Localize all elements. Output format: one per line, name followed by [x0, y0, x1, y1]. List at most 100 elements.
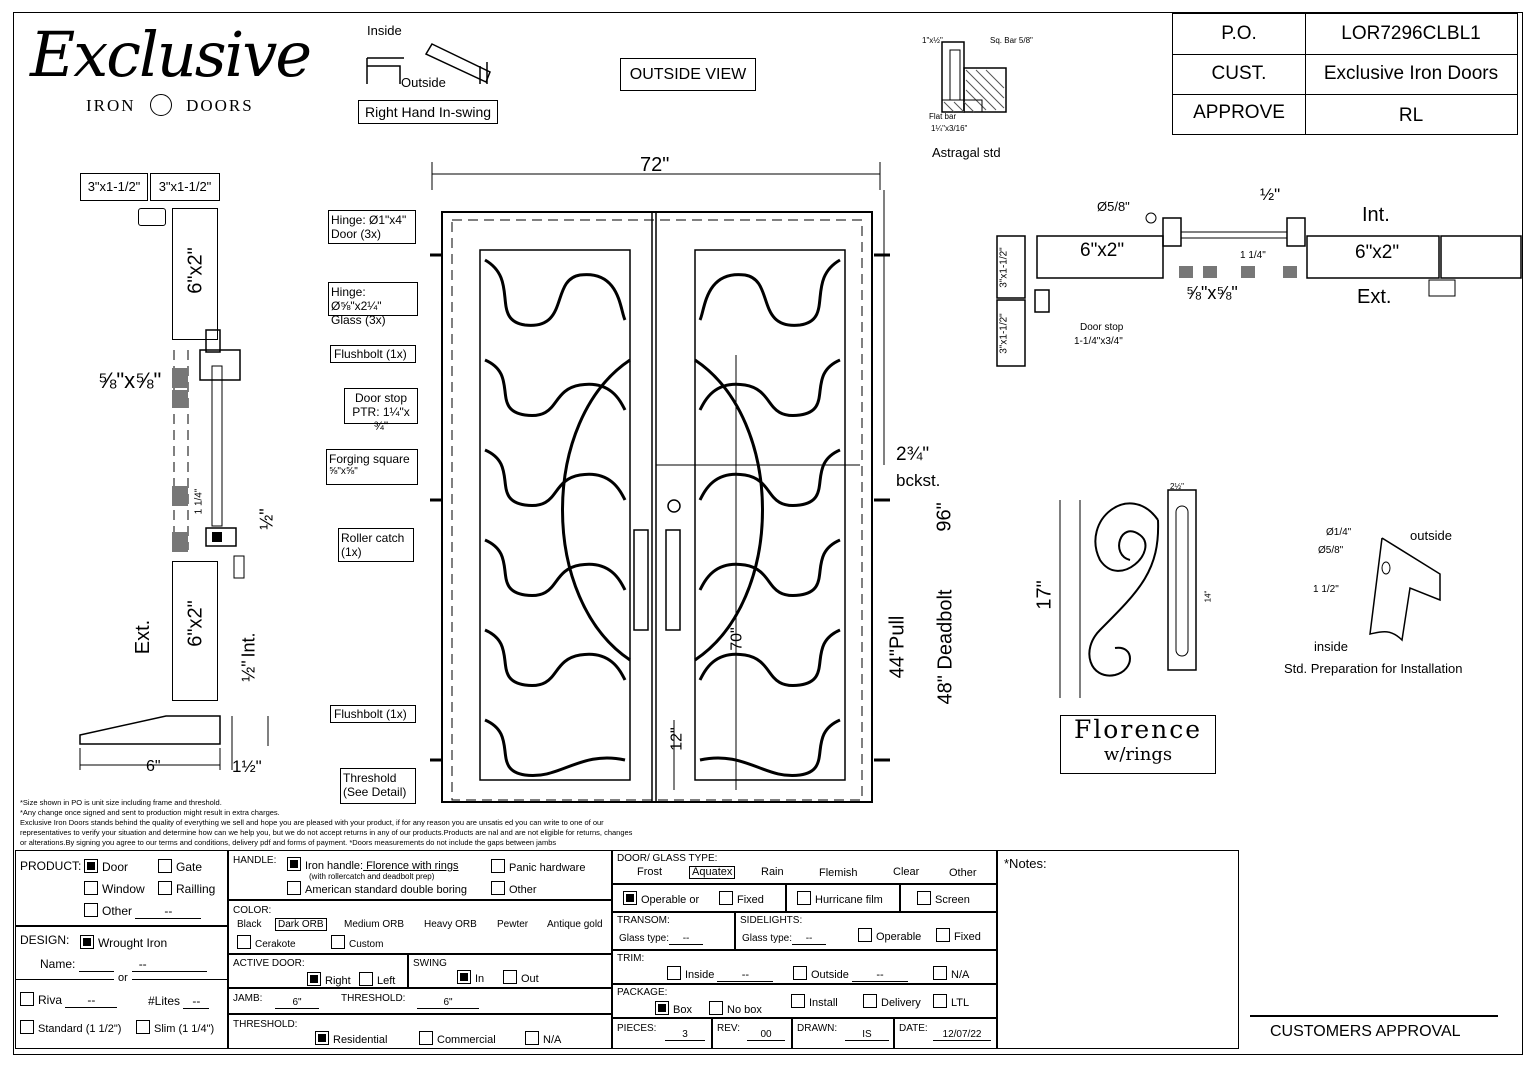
checkbox-cerakote[interactable]: [237, 935, 251, 949]
transom-section: TRANSOM: Glass type:--: [612, 912, 735, 950]
checkbox-in[interactable]: [457, 970, 471, 984]
standard-option[interactable]: Standard (1 1/2"): [20, 1020, 121, 1035]
active-left-option[interactable]: Left: [359, 972, 395, 987]
color-dark-orb[interactable]: Dark ORB: [275, 918, 327, 931]
glass-rain[interactable]: Rain: [761, 866, 784, 878]
rev-field[interactable]: 00: [747, 1029, 785, 1041]
product-other-option[interactable]: Other --: [84, 903, 202, 919]
color-black[interactable]: Black: [237, 919, 262, 930]
color-antique-gold[interactable]: Antique gold: [547, 919, 603, 930]
checkbox-panic[interactable]: [491, 859, 505, 873]
sidelights-glass-field[interactable]: --: [792, 933, 827, 945]
checkbox-operable[interactable]: [623, 891, 637, 905]
checkbox-wrought[interactable]: [80, 935, 94, 949]
checkbox-slim[interactable]: [136, 1020, 150, 1034]
checkbox-threshold-na[interactable]: [525, 1031, 539, 1045]
glass-clear[interactable]: Clear: [893, 866, 920, 878]
checkbox-left[interactable]: [359, 972, 373, 986]
checkbox-american[interactable]: [287, 881, 301, 895]
product-door-option[interactable]: Door: [84, 859, 128, 874]
sidelights-operable-option[interactable]: Operable: [858, 928, 921, 943]
checkbox-fixed[interactable]: [719, 891, 733, 905]
checkbox-ltl[interactable]: [933, 994, 947, 1008]
install-option[interactable]: Install: [791, 994, 838, 1009]
screen-option[interactable]: Screen: [917, 891, 970, 906]
glass-other[interactable]: Other: [949, 867, 977, 879]
glass-aquatex[interactable]: Aquatex: [689, 866, 736, 879]
checkbox-delivery[interactable]: [863, 994, 877, 1008]
design-name-field[interactable]: --: [78, 957, 207, 972]
color-cerakote-option[interactable]: Cerakote: [237, 935, 296, 950]
ltl-option[interactable]: LTL: [933, 994, 969, 1009]
checkbox-door[interactable]: [84, 859, 98, 873]
riva-option[interactable]: Riva --: [20, 992, 118, 1008]
prep-d58: Ø5/8": [1318, 545, 1344, 556]
checkbox-out[interactable]: [503, 970, 517, 984]
transom-glass-field[interactable]: --: [669, 933, 704, 945]
fixed-option[interactable]: Fixed: [719, 891, 764, 906]
checkbox-sidelights-fixed[interactable]: [936, 928, 950, 942]
date-field[interactable]: 12/07/22: [933, 1029, 991, 1041]
design-wrought-option[interactable]: Wrought Iron: [80, 935, 167, 950]
color-heavy-orb[interactable]: Heavy ORB: [424, 919, 477, 930]
checkbox-residential[interactable]: [315, 1031, 329, 1045]
approve-value: RL: [1398, 105, 1424, 126]
checkbox-trim-inside[interactable]: [667, 966, 681, 980]
checkbox-riva[interactable]: [20, 992, 34, 1006]
checkbox-sidelights-operable[interactable]: [858, 928, 872, 942]
color-medium-orb[interactable]: Medium ORB: [344, 919, 405, 930]
handle-other-option[interactable]: Other: [491, 881, 537, 896]
checkbox-handle-other[interactable]: [491, 881, 505, 895]
checkbox-install[interactable]: [791, 994, 805, 1008]
checkbox-standard[interactable]: [20, 1020, 34, 1034]
trim-na-option[interactable]: N/A: [933, 966, 969, 981]
checkbox-nobox[interactable]: [709, 1001, 723, 1015]
handle-american-option[interactable]: American standard double boring: [287, 881, 467, 896]
checkbox-gate[interactable]: [158, 859, 172, 873]
package-section: PACKAGE: Box No box Install Delivery LTL: [612, 984, 997, 1018]
hurricane-option[interactable]: Hurricane film: [797, 891, 883, 906]
trim-outside-option[interactable]: Outside --: [793, 966, 908, 982]
threshold-field[interactable]: 6": [417, 997, 479, 1009]
checkbox-window[interactable]: [84, 881, 98, 895]
active-right-option[interactable]: Right: [307, 972, 351, 987]
checkbox-right[interactable]: [307, 972, 321, 986]
handle-iron-option[interactable]: Iron handle: Florence with rings: [287, 857, 458, 872]
product-window-option[interactable]: Window: [84, 881, 145, 896]
delivery-option[interactable]: Delivery: [863, 994, 921, 1009]
sidelights-fixed-option[interactable]: Fixed: [936, 928, 981, 943]
checkbox-other[interactable]: [84, 903, 98, 917]
plan-tube1: 3"x1-1/2": [998, 247, 1010, 288]
dim-width: 72": [640, 154, 670, 176]
swing-in-option[interactable]: In: [457, 970, 484, 985]
glass-flemish[interactable]: Flemish: [819, 867, 858, 879]
checkbox-iron-handle[interactable]: [287, 857, 301, 871]
color-custom-option[interactable]: Custom: [331, 935, 383, 950]
trim-inside-option[interactable]: Inside --: [667, 966, 774, 982]
checkbox-trim-na[interactable]: [933, 966, 947, 980]
checkbox-box[interactable]: [655, 1001, 669, 1015]
threshold-commercial-option[interactable]: Commercial: [419, 1031, 496, 1046]
jamb-field[interactable]: 6": [275, 997, 319, 1009]
checkbox-hurricane[interactable]: [797, 891, 811, 905]
pattern-name-box: Florence w/rings: [1060, 715, 1216, 774]
color-pewter[interactable]: Pewter: [497, 919, 529, 930]
product-railing-option[interactable]: Railling: [158, 881, 215, 896]
drawn-field[interactable]: IS: [845, 1029, 889, 1041]
glass-frost[interactable]: Frost: [637, 866, 663, 878]
slim-option[interactable]: Slim (1 1/4"): [136, 1020, 214, 1035]
threshold-na-option[interactable]: N/A: [525, 1031, 561, 1046]
pieces-field[interactable]: 3: [665, 1029, 705, 1041]
checkbox-railing[interactable]: [158, 881, 172, 895]
threshold-residential-option[interactable]: Residential: [315, 1031, 387, 1046]
checkbox-custom[interactable]: [331, 935, 345, 949]
handle-panic-option[interactable]: Panic hardware: [491, 859, 585, 874]
checkbox-screen[interactable]: [917, 891, 931, 905]
product-gate-option[interactable]: Gate: [158, 859, 202, 874]
package-nobox-option[interactable]: No box: [709, 1001, 762, 1016]
checkbox-trim-outside[interactable]: [793, 966, 807, 980]
operable-option[interactable]: Operable or: [623, 891, 699, 906]
checkbox-commercial[interactable]: [419, 1031, 433, 1045]
package-box-option[interactable]: Box: [655, 1001, 692, 1016]
swing-out-option[interactable]: Out: [503, 970, 539, 985]
